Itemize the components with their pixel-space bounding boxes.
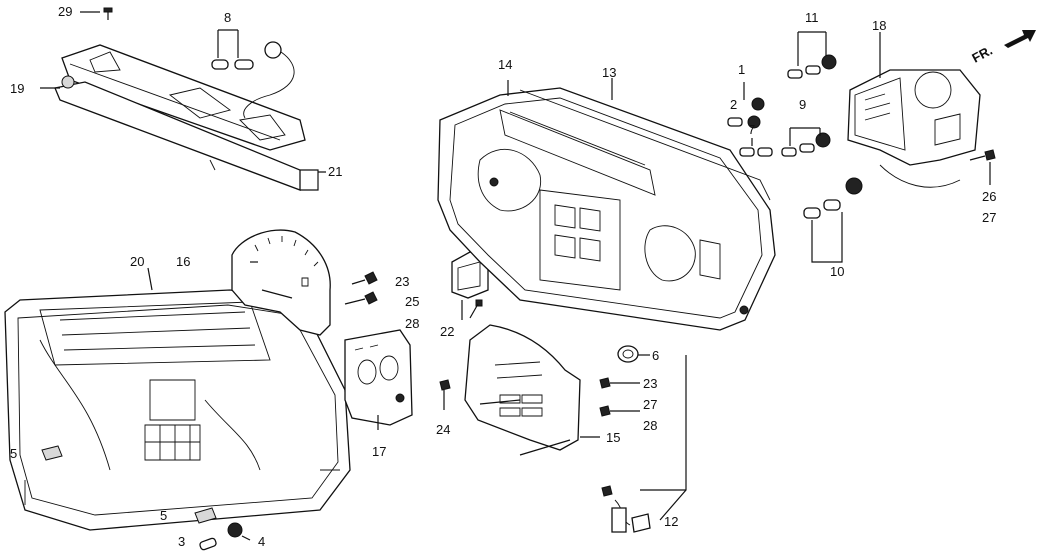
callout-2: 2 [730, 97, 737, 112]
callout-5b: 5 [160, 508, 167, 523]
visor-strip-part [54, 41, 306, 191]
bulb-3 [199, 537, 217, 551]
bulb-set-1-2 [727, 82, 765, 129]
circuit-board-18 [847, 69, 981, 188]
callout-14: 14 [498, 57, 512, 72]
screw-27b [599, 405, 640, 417]
callout-18: 18 [872, 18, 886, 33]
callout-27a: 27 [982, 210, 996, 225]
callout-6: 6 [652, 348, 659, 363]
tach-dial-16 [231, 229, 331, 336]
clip-5a [41, 445, 63, 461]
lamp-socket-part [264, 41, 282, 59]
callout-28b: 28 [643, 418, 657, 433]
callout-3: 3 [178, 534, 185, 549]
screw-24 [439, 379, 451, 410]
screw-23b [599, 377, 640, 389]
bulb-set-7 [739, 138, 773, 157]
callout-11: 11 [805, 10, 819, 25]
callout-7: 7 [748, 122, 755, 137]
screw-29 [80, 7, 113, 20]
screw-26 [969, 149, 996, 185]
callout-8: 8 [224, 10, 231, 25]
callout-27b: 27 [643, 397, 657, 412]
callout-19: 19 [10, 81, 24, 96]
leader-lines [147, 32, 881, 438]
bulb-set-10 [803, 177, 863, 263]
bulb-set-8 [211, 29, 254, 70]
callout-10: 10 [830, 264, 844, 279]
fuel-temp-gauge-17 [344, 329, 413, 426]
front-direction-label: FR. [969, 43, 995, 66]
callout-23a: 23 [395, 274, 409, 289]
main-housing-13 [437, 87, 776, 331]
screw-23a [351, 271, 378, 285]
clip-19 [40, 75, 75, 89]
callout-9: 9 [799, 97, 806, 112]
callout-4: 4 [258, 534, 265, 549]
speedo-dial-15 [464, 324, 581, 456]
harness-12 [601, 355, 687, 533]
screw-25 [344, 291, 378, 305]
callout-28a: 28 [405, 316, 419, 331]
callout-29: 29 [58, 4, 72, 19]
seal-6 [617, 345, 650, 363]
callout-21: 21 [328, 164, 342, 179]
clip-5b [194, 507, 217, 524]
callouts: 1 2 3 4 5 5 6 7 8 9 10 11 12 13 14 15 16… [10, 4, 996, 549]
front-direction-indicator: FR. [969, 30, 1036, 66]
callout-22: 22 [440, 324, 454, 339]
callout-12: 12 [664, 514, 678, 529]
socket-4 [227, 522, 251, 541]
front-arrow-icon [1004, 30, 1036, 48]
callout-13: 13 [602, 65, 616, 80]
callout-20: 20 [130, 254, 144, 269]
bulb-set-9 [781, 127, 831, 157]
callout-15: 15 [606, 430, 620, 445]
callout-24: 24 [436, 422, 450, 437]
callout-1: 1 [738, 62, 745, 77]
bulb-set-11 [787, 31, 837, 79]
callout-25: 25 [405, 294, 419, 309]
callout-26: 26 [982, 189, 996, 204]
callout-23b: 23 [643, 376, 657, 391]
cluster-case-20 [4, 289, 351, 531]
callout-16: 16 [176, 254, 190, 269]
callout-17: 17 [372, 444, 386, 459]
callout-5a: 5 [10, 446, 17, 461]
